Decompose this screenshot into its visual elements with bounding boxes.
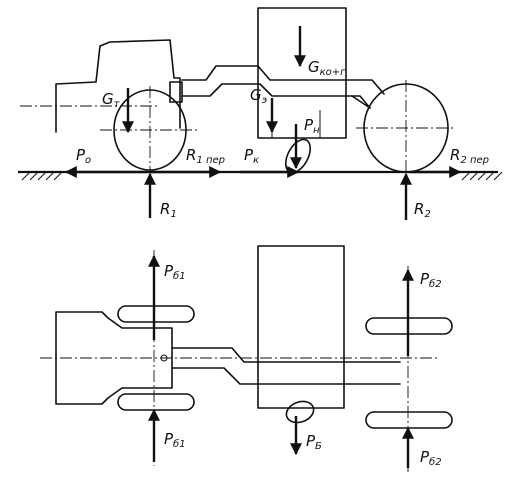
hitch-pin bbox=[160, 354, 168, 362]
label-r2-per: R2 пер bbox=[450, 146, 489, 166]
top-body-outline bbox=[55, 311, 173, 405]
label-p-k: Pк bbox=[244, 146, 259, 166]
label-r1-per: R1 пер bbox=[186, 146, 225, 166]
top-implement-box bbox=[257, 245, 345, 409]
label-g-kog: Gко+г bbox=[308, 58, 346, 78]
top-gauge-wheel bbox=[285, 400, 315, 424]
label-p-b1-bottom: Pб1 bbox=[164, 430, 186, 450]
gauge-wheel bbox=[284, 138, 312, 174]
top-view: Pб1 Pб1 Pб2 Pб2 PБ bbox=[40, 245, 453, 472]
top-frame-upper bbox=[171, 347, 401, 363]
label-r1: R1 bbox=[160, 200, 177, 220]
label-p-b1-top: Pб1 bbox=[164, 262, 186, 282]
rear-wheel-bottom bbox=[365, 411, 453, 429]
frame-cross bbox=[351, 95, 371, 109]
label-r2: R2 bbox=[414, 200, 431, 220]
tractor-body-outline bbox=[55, 39, 181, 133]
label-p-b2-top: Pб2 bbox=[420, 270, 442, 290]
frame-upper bbox=[181, 65, 385, 95]
front-wheel-left-top bbox=[117, 305, 195, 323]
label-g-t: Gт bbox=[102, 90, 121, 110]
label-g-e: Gэ bbox=[250, 86, 267, 106]
front-wheel-right-top bbox=[117, 393, 195, 411]
implement-box bbox=[257, 7, 347, 139]
top-frame-lower bbox=[171, 367, 401, 385]
ground-hatch-left bbox=[21, 171, 63, 181]
label-p-b: PБ bbox=[306, 432, 322, 452]
ground-hatch-right bbox=[461, 171, 503, 181]
side-view: Gт Gэ Gко+г Pн Pо R1 пер Pк R2 пер R1 R2 bbox=[18, 7, 503, 220]
label-p-o: Pо bbox=[76, 146, 91, 166]
label-p-n: Pн bbox=[304, 116, 320, 136]
label-p-b2-bottom: Pб2 bbox=[420, 448, 442, 468]
frame-lower bbox=[181, 83, 371, 109]
